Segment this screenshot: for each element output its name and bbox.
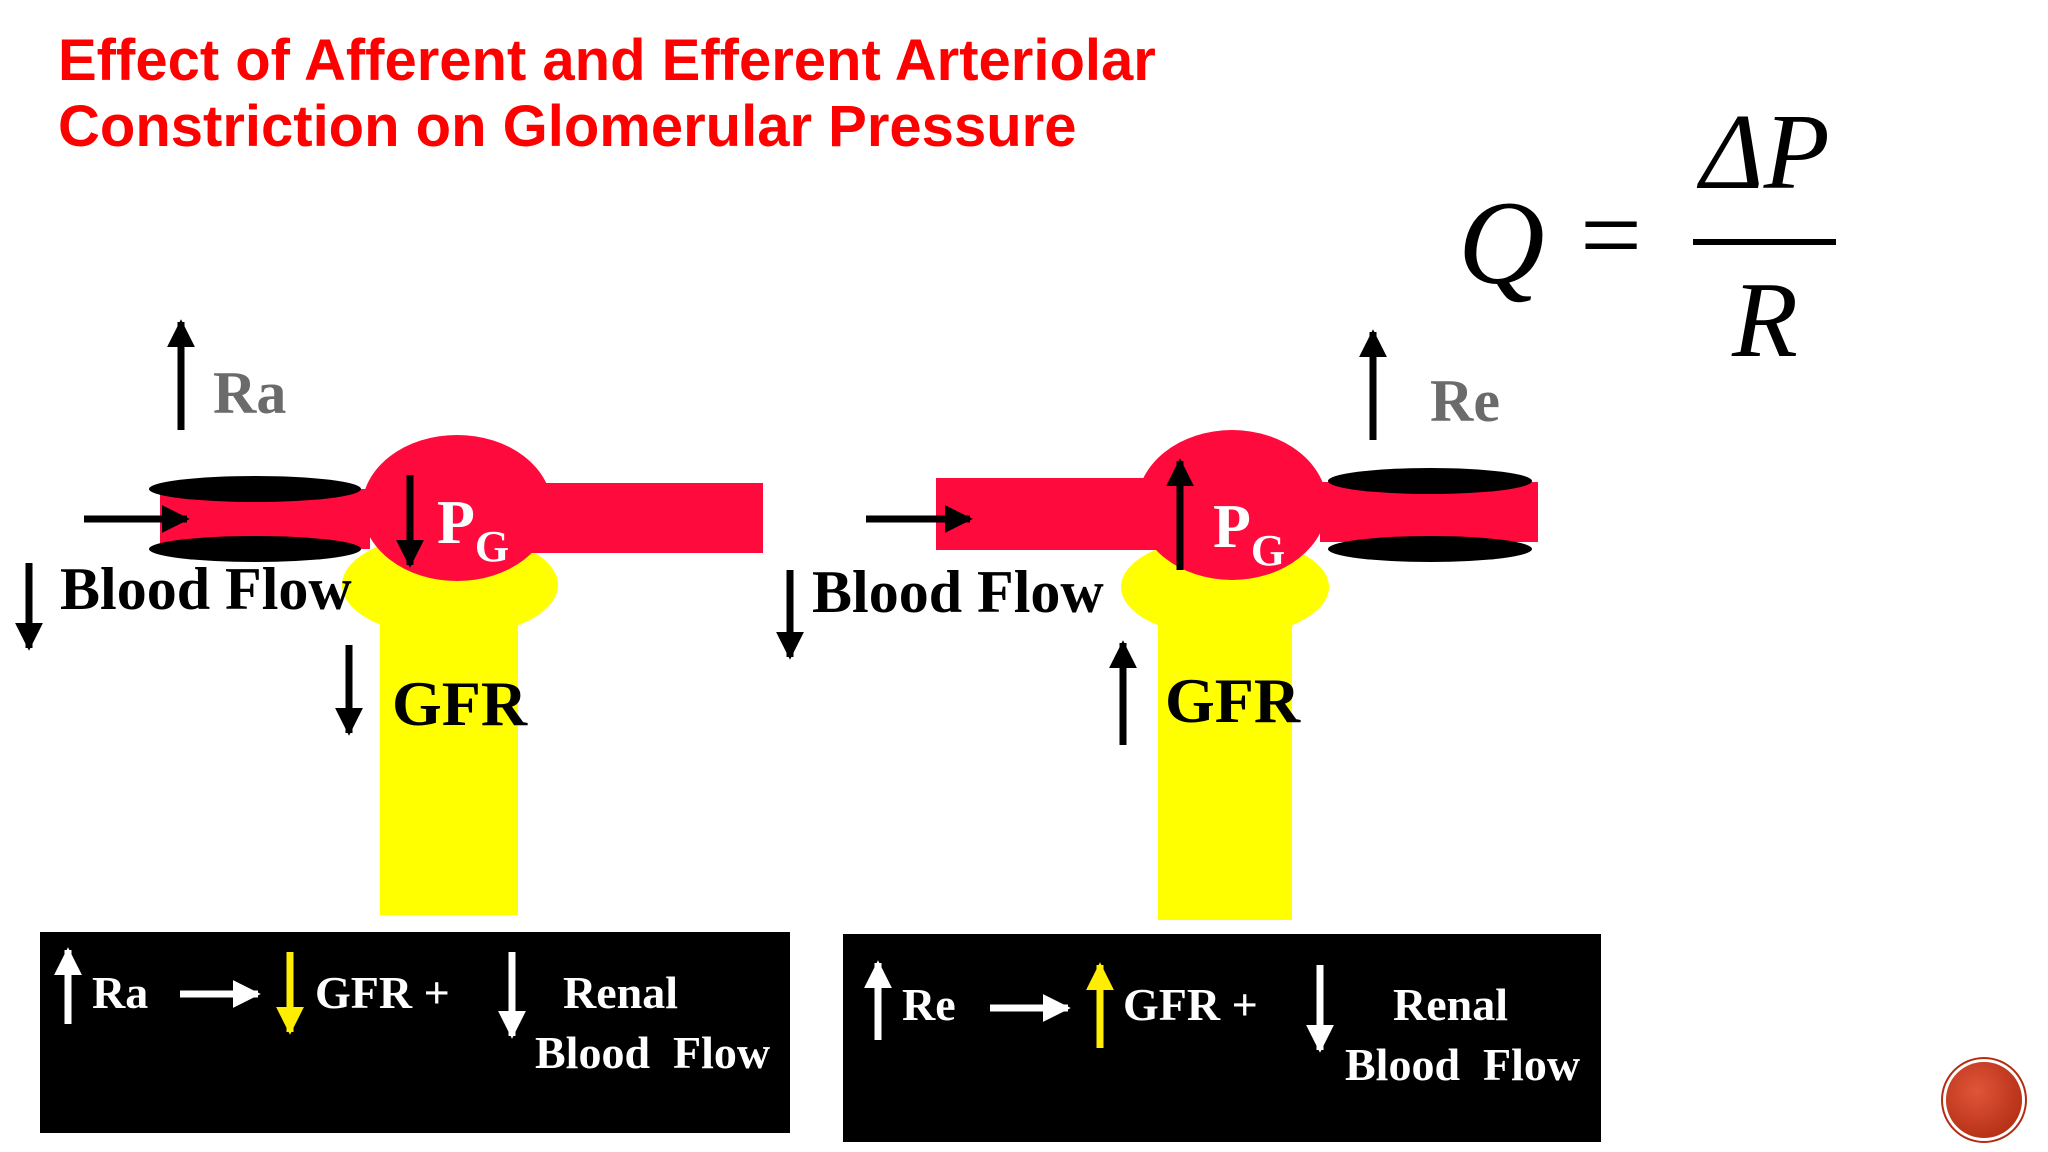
left-pressure-label: PG <box>437 489 509 571</box>
left-summary-blood-flow: Blood Flow <box>535 1027 770 1078</box>
formula-equals: = <box>1580 174 1642 296</box>
right-efferent-constriction-top <box>1328 468 1532 494</box>
right-pressure-label: PG <box>1213 493 1285 575</box>
left-efferent-arteriole <box>525 483 763 553</box>
right-summary-resistance: Re <box>902 979 956 1030</box>
left-gfr-label: GFR <box>392 668 528 739</box>
right-summary-gfr: GFR + <box>1123 979 1258 1030</box>
formula-fraction-bar <box>1693 239 1836 245</box>
left-afferent-constriction-bottom <box>149 536 361 562</box>
right-blood-flow-label: Blood Flow <box>812 559 1104 625</box>
left-summary-gfr: GFR + <box>315 967 450 1018</box>
formula-denominator: R <box>1731 261 1798 380</box>
left-summary-box <box>40 932 790 1133</box>
right-efferent-constriction-bottom <box>1328 536 1532 562</box>
title-line-1: Effect of Afferent and Efferent Arteriol… <box>58 28 1156 93</box>
left-afferent-constriction-top <box>149 476 361 502</box>
left-blood-flow-label: Blood Flow <box>60 556 352 622</box>
title-line-2: Constriction on Glomerular Pressure <box>58 94 1077 159</box>
formula-numerator: ΔP <box>1696 93 1829 212</box>
formula-q: Q <box>1458 176 1545 309</box>
slide-title: Effect of Afferent and Efferent Arteriol… <box>58 28 1156 160</box>
right-afferent-arteriole <box>936 478 1158 550</box>
left-panel: Ra PG Blood Flow GFR Ra GFR + Renal Bloo… <box>14 319 790 1133</box>
right-summary-box <box>843 934 1601 1142</box>
left-resistance-label: Ra <box>213 360 286 426</box>
right-resistance-label: Re <box>1430 368 1500 434</box>
slide-nav-button[interactable] <box>1946 1062 2022 1138</box>
right-gfr-label: GFR <box>1165 665 1301 736</box>
left-summary-renal: Renal <box>563 967 678 1018</box>
left-summary-resistance: Ra <box>92 967 148 1018</box>
flow-formula: Q = ΔP R <box>1458 93 1836 380</box>
right-summary-renal: Renal <box>1393 979 1508 1030</box>
right-panel: Re PG Blood Flow GFR Re GFR + Renal Bloo… <box>776 329 1601 1142</box>
right-summary-blood-flow: Blood Flow <box>1345 1039 1580 1090</box>
